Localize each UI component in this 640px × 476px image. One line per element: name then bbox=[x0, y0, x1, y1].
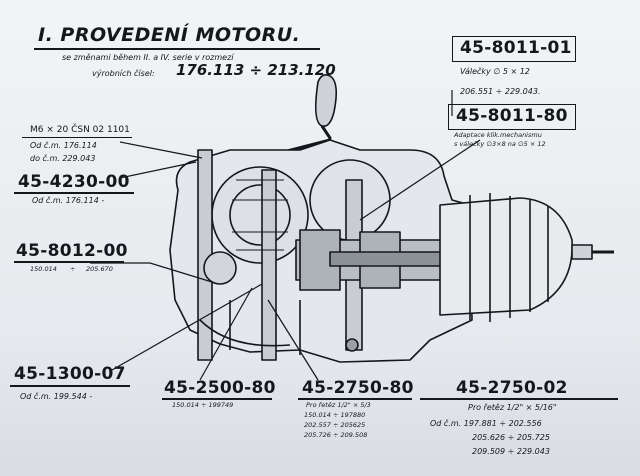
note-45-1300-07: Od č.m. 199.544 - bbox=[20, 392, 93, 401]
m6-line2: do č.m. 229.043 bbox=[30, 154, 96, 163]
p8012-underline bbox=[14, 261, 124, 263]
range-45-8011-01: 206.551 ÷ 229.043. bbox=[460, 87, 541, 96]
p2750-80-underline bbox=[298, 398, 412, 400]
row-45-2750-80: 205.726 ÷ 209.508 bbox=[304, 431, 368, 439]
box-45-8011-80 bbox=[448, 104, 576, 130]
title-subtitle: se změnami během II. a IV. serie v rozme… bbox=[62, 53, 234, 62]
part-45-2750-80: 45-2750-80 bbox=[302, 378, 414, 398]
row-45-2750-02: Od č.m. 197.881 ÷ 202.556 bbox=[430, 419, 542, 428]
p2750-02-underline bbox=[420, 398, 618, 400]
part-45-2750-02: 45-2750-02 bbox=[456, 378, 568, 398]
note2-45-8011-80: s válečky ∅3×8 na ∅5 × 12 bbox=[454, 140, 546, 148]
part-45-2500-80: 45-2500-80 bbox=[164, 378, 276, 398]
p1300-underline bbox=[10, 385, 130, 387]
note1-45-8011-80: Adaptace klik.mechanismu bbox=[454, 131, 542, 139]
title-range: 176.113 ÷ 213.120 bbox=[176, 61, 336, 79]
head-45-2750-02: Pro řetěz 1/2" × 5/16" bbox=[468, 403, 557, 412]
head-45-2750-80: Pro řetěz 1/2" × 5/3 bbox=[306, 401, 371, 409]
part-45-8011-80: 45-8011-80 bbox=[456, 106, 568, 126]
part-45-8012-00: 45-8012-00 bbox=[16, 241, 128, 261]
title-underline bbox=[34, 48, 320, 50]
p2500-underline bbox=[162, 398, 272, 400]
p4230-underline bbox=[14, 192, 134, 194]
part-45-1300-07: 45-1300-07 bbox=[14, 364, 126, 384]
part-m6-screw: M6 × 20 ČSN 02 1101 bbox=[30, 125, 130, 135]
range-45-2500-80: 150.014 ÷ 199749 bbox=[172, 401, 234, 409]
row-45-2750-80: 202.557 ÷ 205625 bbox=[304, 421, 366, 429]
m6-line1: Od č.m. 176.114 bbox=[30, 141, 97, 150]
m6-underline bbox=[22, 137, 132, 138]
note-45-8011-01: Válečky ∅ 5 × 12 bbox=[460, 67, 530, 76]
row-45-2750-02: 209.509 ÷ 229.043 bbox=[472, 447, 550, 456]
title-range-label: výrobních čísel: bbox=[92, 69, 155, 78]
range-sep-45-8012-00: ÷ bbox=[70, 265, 76, 273]
page-title: I. PROVEDENÍ MOTORU. bbox=[38, 24, 301, 46]
part-45-8011-01: 45-8011-01 bbox=[460, 38, 572, 58]
part-45-4230-00: 45-4230-00 bbox=[18, 172, 130, 192]
range-b-45-8012-00: 205.670 bbox=[86, 265, 113, 273]
note-45-4230-00: Od č.m. 176.114 - bbox=[32, 196, 105, 205]
box-45-8011-01 bbox=[452, 36, 576, 62]
range-a-45-8012-00: 150.014 bbox=[30, 265, 57, 273]
row-45-2750-02: 205.626 ÷ 205.725 bbox=[472, 433, 550, 442]
row-45-2750-80: 150.014 ÷ 197880 bbox=[304, 411, 366, 419]
